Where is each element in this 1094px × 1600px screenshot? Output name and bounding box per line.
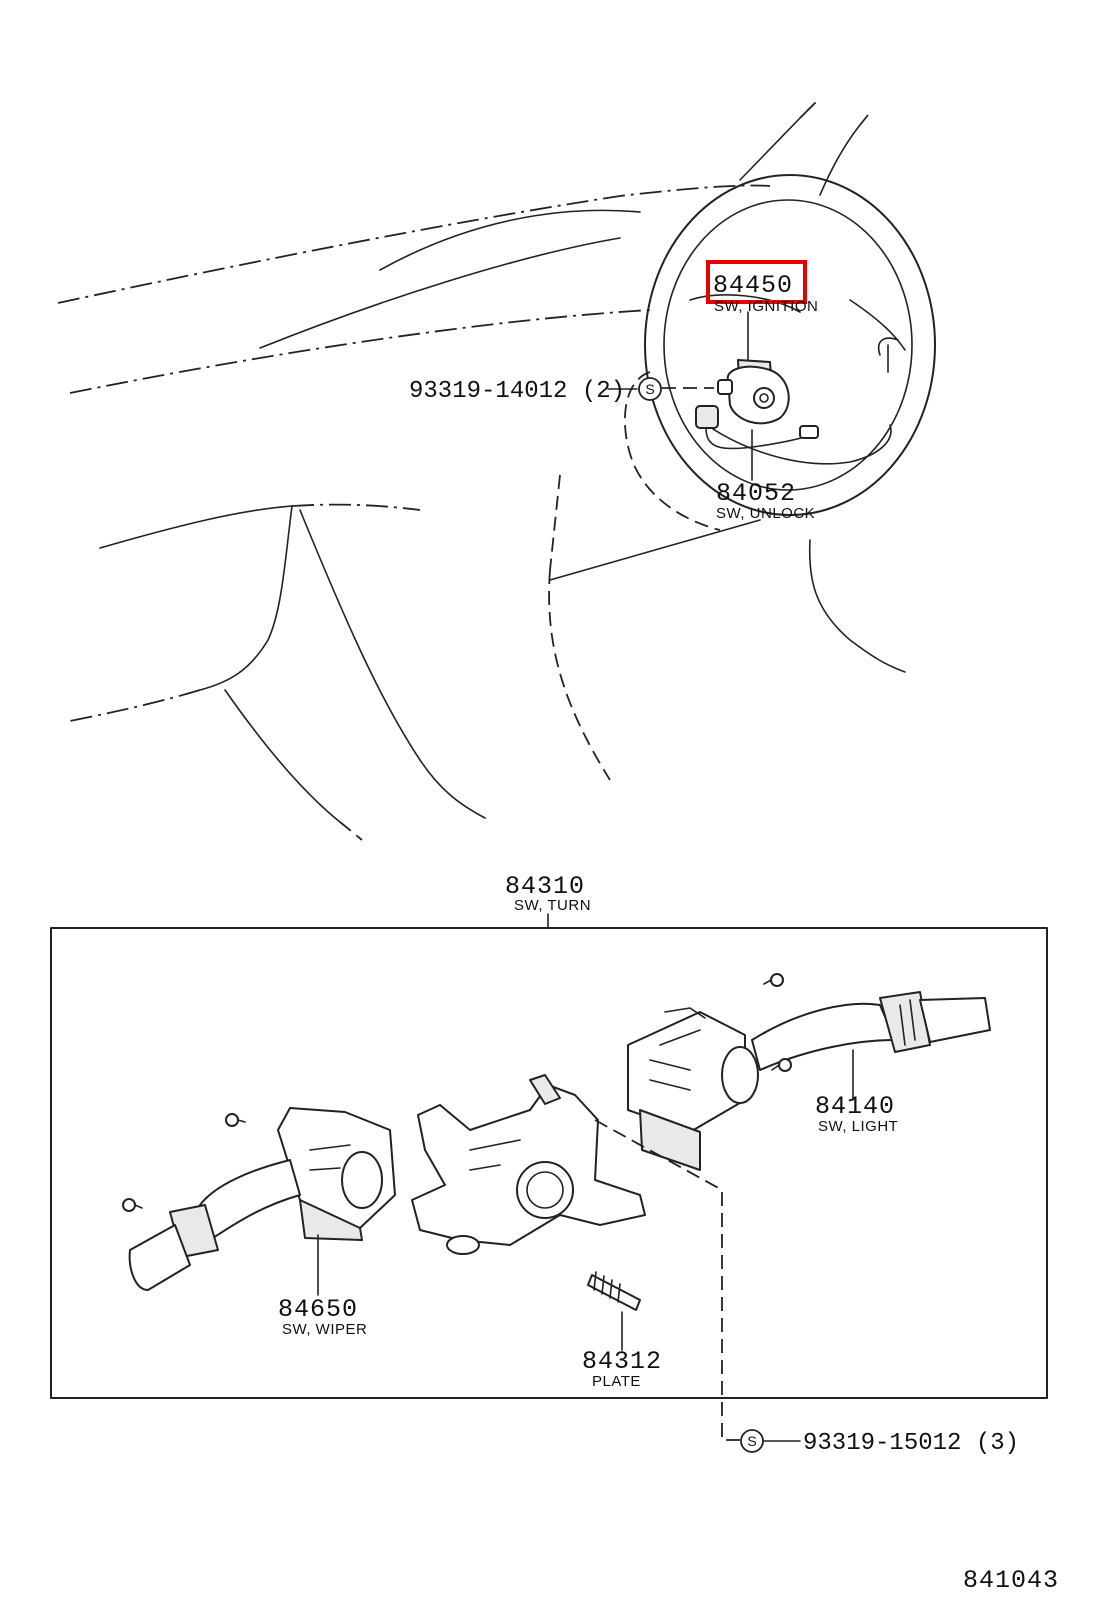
wiper-part-name: SW, WIPER: [282, 1321, 367, 1338]
screw-lower-part-number: 93319-15012 (3): [803, 1430, 1019, 1457]
light-part-name: SW, LIGHT: [818, 1118, 898, 1135]
unlock-part-name: SW, UNLOCK: [716, 505, 815, 522]
dashboard-outline: [57, 99, 906, 841]
ignition-part-number: 84450: [713, 271, 793, 300]
light-switch-part: [627, 991, 991, 1171]
plate-part-name: PLATE: [592, 1373, 641, 1390]
unlock-part-number: 84052: [716, 479, 796, 508]
turn-part-name: SW, TURN: [514, 897, 591, 914]
turn-switch-assembly-box: [50, 927, 1048, 1399]
unlock-switch-part: [695, 405, 819, 450]
wiper-part-number: 84650: [278, 1295, 358, 1324]
screw-symbol-lower-label: S: [747, 1433, 756, 1449]
ignition-highlight-box: [706, 260, 807, 304]
turn-part-number: 84310: [505, 872, 585, 901]
wiper-switch-screws: [122, 1113, 246, 1212]
turn-switch-body-part: [411, 1074, 646, 1255]
screw-symbol-upper-label: S: [645, 381, 654, 397]
ignition-part-name: SW, IGNITION: [714, 298, 818, 315]
wiper-switch-part: [128, 1107, 396, 1291]
plate-part: [587, 1271, 641, 1311]
screw-upper-part-number: 93319-14012 (2): [409, 378, 625, 405]
plate-part-number: 84312: [582, 1347, 662, 1376]
steering-wheel: [624, 174, 936, 531]
figure-id: 841043: [963, 1566, 1059, 1595]
light-switch-screws: [763, 973, 792, 1072]
ignition-switch-part: [717, 359, 790, 425]
screw-symbol-lower: S: [740, 1429, 764, 1453]
screw-symbol-upper: S: [638, 377, 662, 401]
light-part-number: 84140: [815, 1092, 895, 1121]
leader-screw-lower: [594, 1119, 740, 1441]
